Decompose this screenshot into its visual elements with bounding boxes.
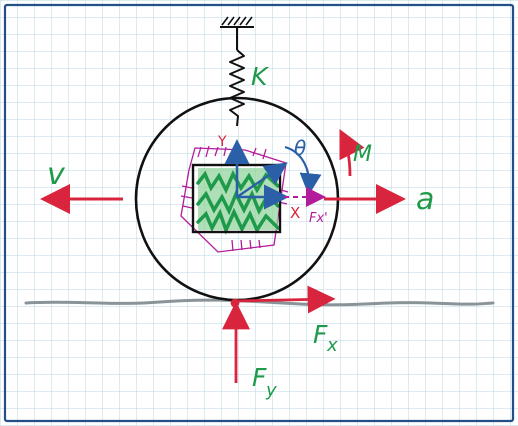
svg-text:y: y <box>265 380 277 401</box>
spring-support <box>220 16 254 127</box>
ground-line <box>24 298 495 307</box>
frame-border <box>3 3 515 423</box>
magenta-scribble <box>180 145 289 253</box>
moment-label: M <box>353 142 372 167</box>
local-x-label: X <box>290 204 300 222</box>
spring-label: K <box>251 62 270 91</box>
moment-arrow <box>339 128 365 177</box>
svg-text:F: F <box>313 320 328 349</box>
svg-text:x: x <box>326 335 338 356</box>
acceleration-label: a <box>416 182 434 217</box>
force-x-label: F x <box>313 320 338 356</box>
force-x-arrow <box>234 285 336 314</box>
force-y-label: F y <box>252 363 277 401</box>
svg-text:F: F <box>252 363 267 392</box>
velocity-label: v <box>47 157 66 192</box>
local-axes <box>224 139 322 210</box>
angle-label: θ <box>294 136 306 160</box>
local-y-label: Y <box>217 134 227 150</box>
spring-coil <box>229 49 245 127</box>
force-x-prime-label: Fx' <box>309 211 328 226</box>
